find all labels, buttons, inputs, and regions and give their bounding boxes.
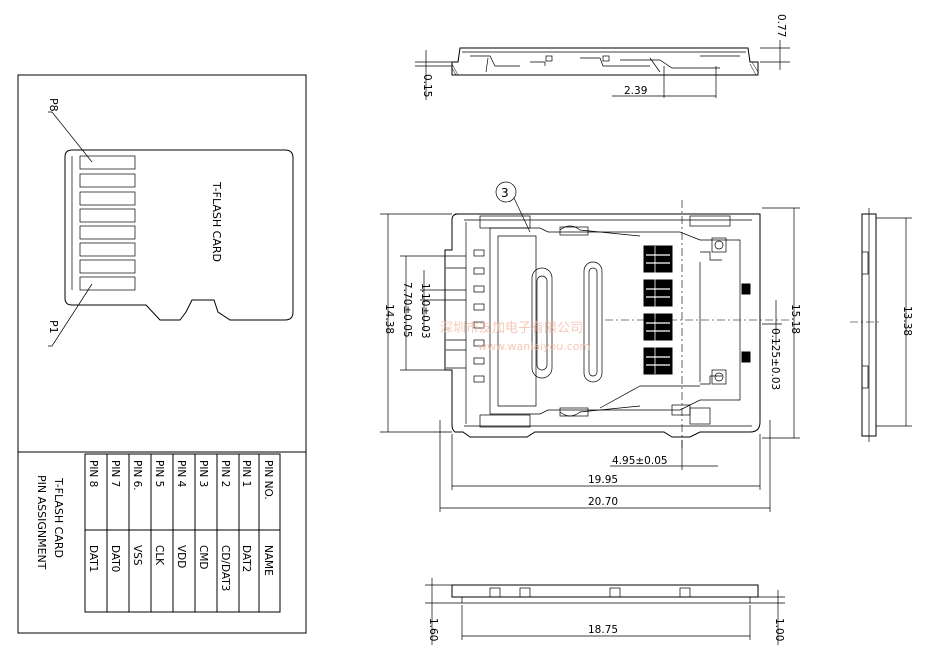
pin-row-1-name: DAT2 bbox=[240, 545, 252, 572]
right-side-view bbox=[850, 208, 912, 442]
dim-0-77-label: 0.77 bbox=[775, 14, 787, 37]
pin-row-8-name: DAT1 bbox=[87, 545, 99, 572]
pin-table-header-pin: PIN NO. bbox=[262, 460, 274, 500]
pin-row-1-pin: PIN 1 bbox=[240, 460, 252, 487]
dim-0-77 bbox=[760, 40, 790, 70]
pin-row-6-pin: PIN 6. bbox=[131, 460, 143, 491]
pin-row-6-name: VSS bbox=[131, 545, 143, 566]
dim-2-39-label: 2.39 bbox=[624, 85, 647, 97]
pin-table-header-name: NAME bbox=[262, 545, 274, 576]
pin-row-7-pin: PIN 7 bbox=[109, 460, 121, 487]
bottom-side-view bbox=[425, 578, 785, 645]
callout-3-label: 3 bbox=[501, 186, 509, 200]
pin-row-2-pin: PIN 2 bbox=[219, 460, 231, 487]
dim-4-95-label: 4.95±0.05 bbox=[612, 455, 668, 467]
dim-1-60-label: 1.60 bbox=[427, 618, 439, 641]
dim-0-125 bbox=[762, 300, 782, 345]
dim-4-95 bbox=[610, 440, 718, 470]
pin-row-5-name: CLK bbox=[153, 545, 165, 566]
dim-1-10-label: 1.10±0.03 bbox=[419, 283, 431, 339]
watermark-line-2: www.wanlaiyou.com bbox=[478, 340, 590, 353]
pin-row-4-pin: PIN 4 bbox=[175, 460, 187, 488]
callout-3 bbox=[495, 181, 531, 233]
pin-table-rows: PIN 1 DAT2 PIN 2 CD/DAT3 PIN 3 CMD PIN 4… bbox=[87, 460, 252, 591]
left-pins bbox=[446, 249, 485, 383]
pin-table-title-1: T-FLASH CARD bbox=[52, 477, 65, 558]
dim-19-95-label: 19.95 bbox=[588, 474, 618, 486]
pin-row-8-pin: PIN 8 bbox=[87, 460, 99, 487]
pin-p1-label: P1 bbox=[47, 320, 60, 334]
dim-13-38-label: 13.38 bbox=[901, 306, 913, 336]
pin-table-grid bbox=[84, 453, 281, 613]
card-contacts bbox=[71, 155, 136, 291]
dim-20-70 bbox=[439, 420, 771, 512]
dim-0-15-label: 0.15 bbox=[421, 74, 433, 97]
dim-0-15 bbox=[415, 50, 452, 100]
pin-table-title-2: PIN ASSIGNMENT bbox=[35, 475, 48, 570]
card-frame bbox=[17, 74, 307, 634]
dim-18-75-label: 18.75 bbox=[588, 624, 618, 636]
pin-row-5-pin: PIN 5 bbox=[153, 460, 165, 487]
dim-19-95 bbox=[451, 434, 761, 490]
pin-row-4-name: VDD bbox=[175, 545, 187, 568]
pin-p8-label: P8 bbox=[47, 98, 60, 112]
dim-7-70 bbox=[400, 255, 446, 371]
contact-springs bbox=[643, 245, 673, 375]
watermark-line-1: 深圳市友加电子有限公司 bbox=[440, 320, 583, 336]
pin-row-2-name: CD/DAT3 bbox=[219, 545, 231, 591]
dim-15-18-label: 15.18 bbox=[789, 304, 801, 334]
dim-0-125-label: 0.125±0.03 bbox=[769, 328, 781, 390]
dim-15-18 bbox=[762, 207, 800, 439]
pin-row-7-name: DAT0 bbox=[109, 545, 121, 572]
main-top-view bbox=[444, 213, 761, 438]
dim-2-39 bbox=[612, 66, 717, 98]
top-side-view bbox=[451, 47, 759, 76]
pin-row-3-name: CMD bbox=[197, 545, 209, 569]
pin-row-3-pin: PIN 3 bbox=[197, 460, 209, 487]
dim-14-38-label: 14.38 bbox=[383, 304, 395, 334]
dim-1-00-label: 1.00 bbox=[773, 618, 785, 641]
dim-7-70-label: 7.70±0.05 bbox=[401, 282, 413, 338]
dim-20-70-label: 20.70 bbox=[588, 496, 618, 508]
dim-1-10 bbox=[420, 270, 446, 330]
tflash-card-outline bbox=[48, 111, 294, 347]
card-label: T-FLASH CARD bbox=[210, 181, 223, 262]
